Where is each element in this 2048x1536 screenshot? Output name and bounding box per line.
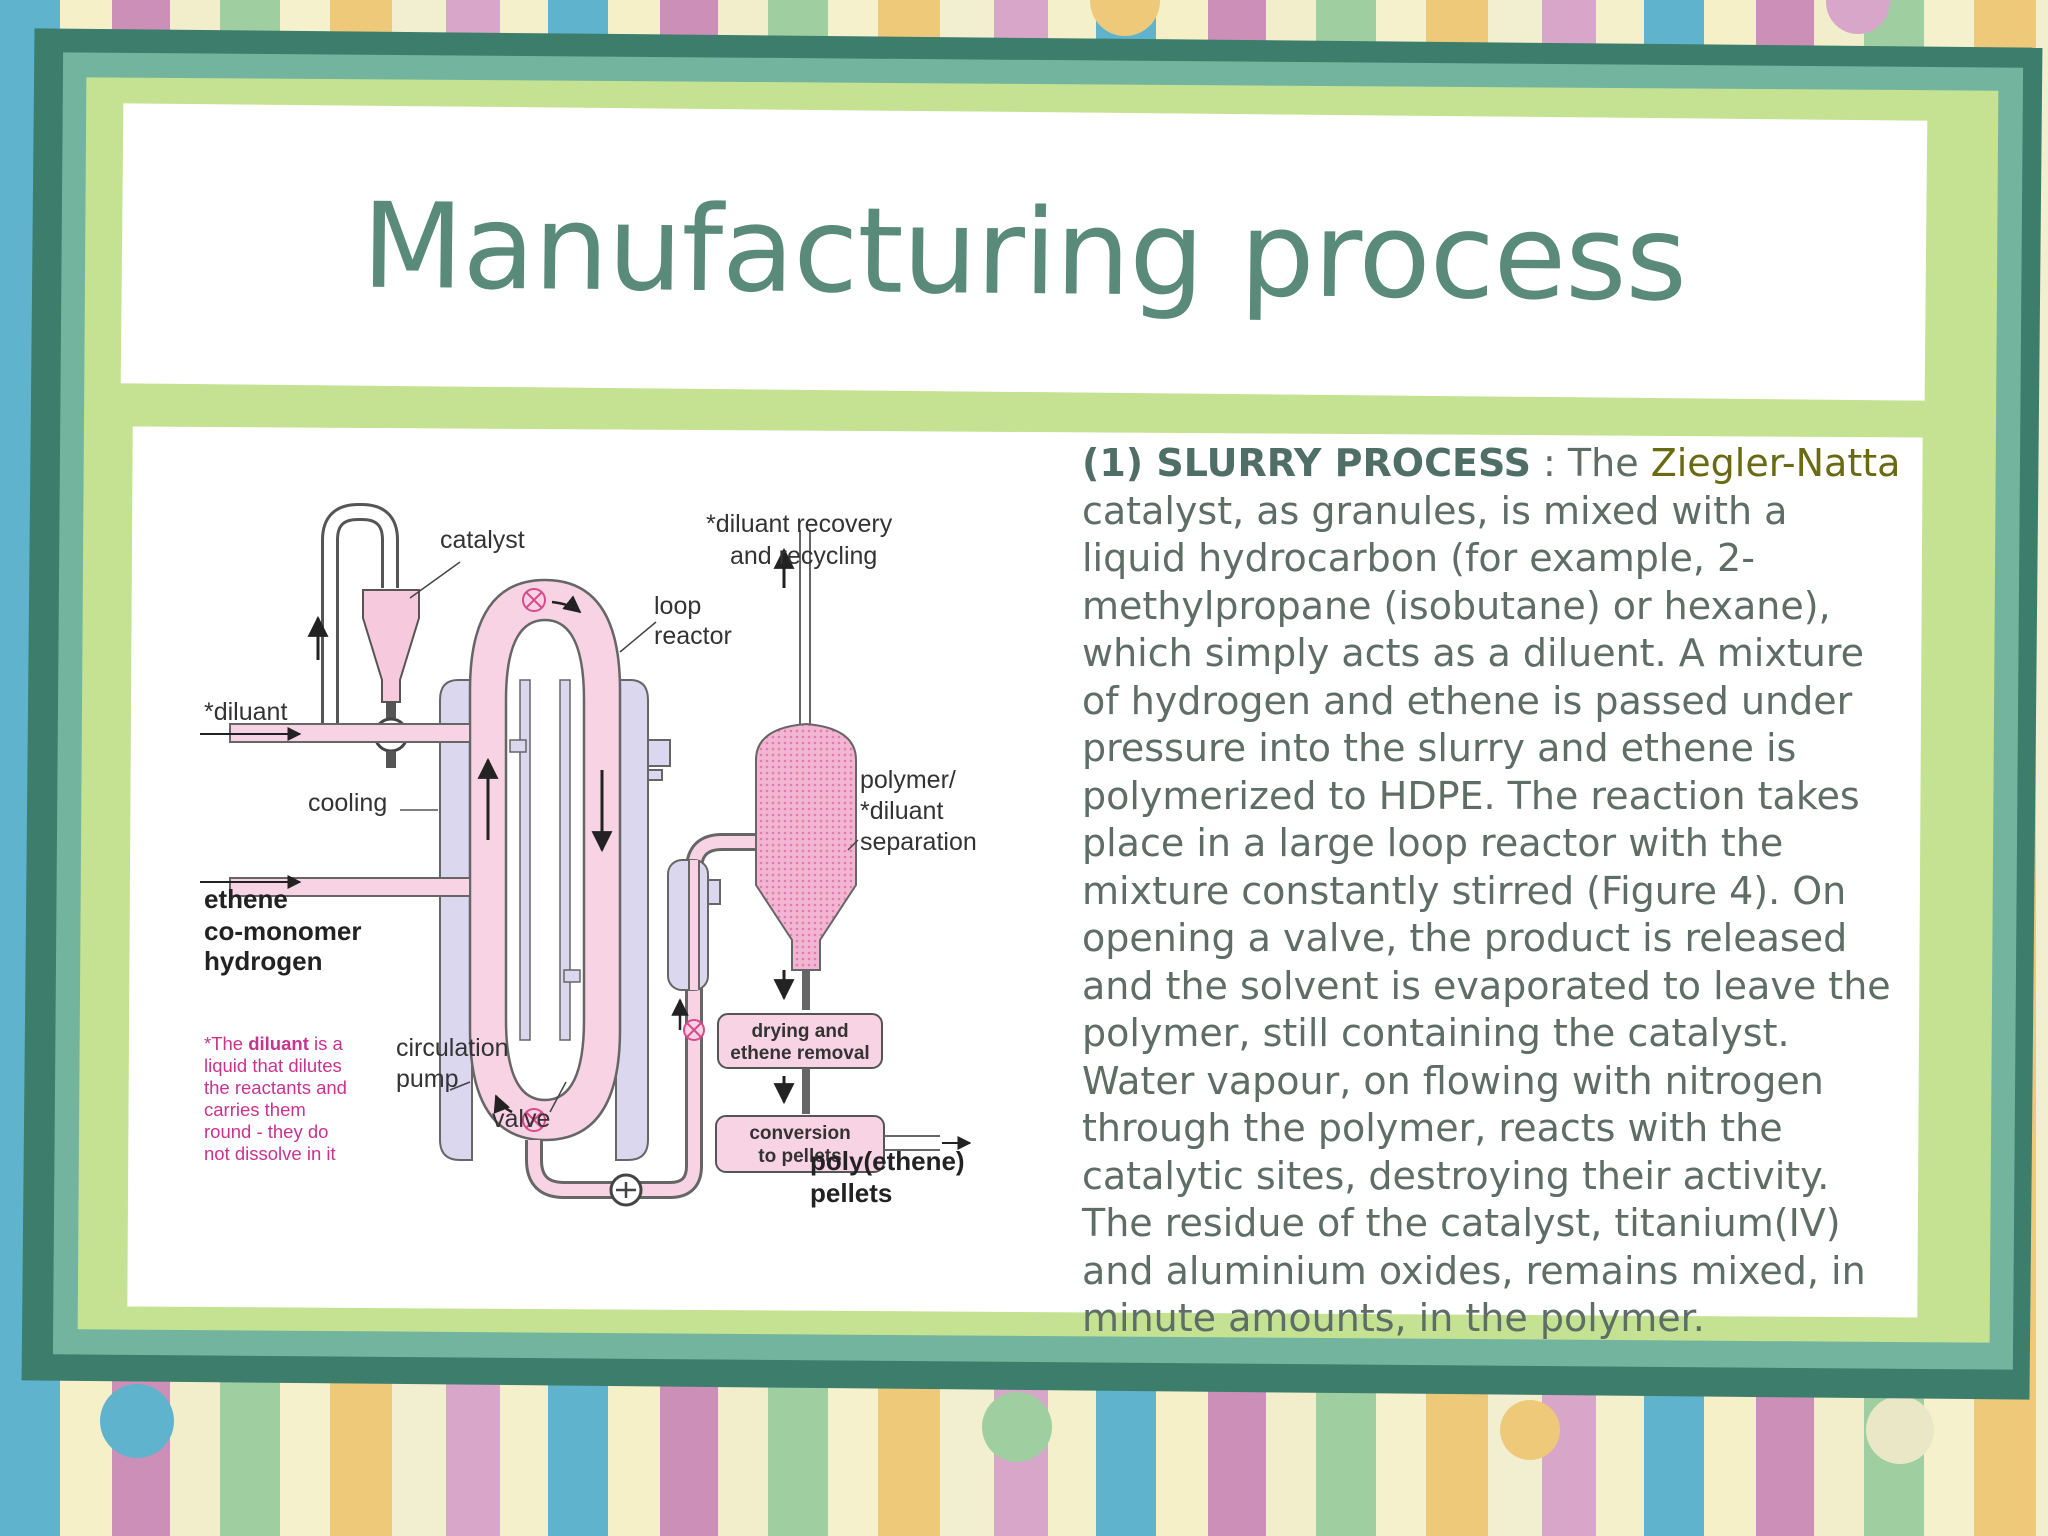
footnote-post: is a — [309, 1033, 344, 1054]
process-heading: (1) SLURRY PROCESS — [1082, 441, 1531, 485]
slide-title: Manufacturing process — [361, 176, 1687, 328]
footnote-line-2: liquid that dilutes — [204, 1055, 342, 1076]
label-hydrogen: hydrogen — [204, 946, 322, 976]
label-diluant: *diluant — [204, 698, 287, 726]
footnote-bold: diluant — [248, 1033, 309, 1054]
heading-separator: : The — [1530, 441, 1651, 485]
leader-lines — [409, 561, 859, 1113]
label-separation-1: polymer/ — [860, 766, 956, 794]
label-ethene: ethene — [204, 884, 288, 914]
label-poly-ethene: poly(ethene) — [810, 1146, 965, 1176]
decor-knob — [1826, 0, 1890, 34]
label-pellets: pellets — [810, 1178, 892, 1208]
drying-label-2: ethene removal — [730, 1043, 869, 1064]
decor-knob — [1500, 1400, 1560, 1460]
diluant-footnote: *The diluant is a liquid that dilutes th… — [204, 1033, 347, 1164]
feed-pipes — [200, 615, 471, 897]
cooling-jacket — [439, 679, 671, 1161]
drying-unit: drying and ethene removal — [717, 1013, 883, 1114]
footnote-line-6: not dissolve in it — [204, 1143, 336, 1164]
footnote-pre: *The — [204, 1033, 248, 1054]
svg-text:*The diluant is a: *The diluant is a — [204, 1033, 343, 1054]
catalyst-feed-pipe — [321, 503, 399, 730]
conversion-unit: conversion to pellets — [715, 1115, 972, 1173]
label-pump: pump — [396, 1065, 459, 1093]
title-panel: Manufacturing process — [120, 103, 1928, 401]
decor-knob — [1866, 1396, 1934, 1464]
process-description: (1) SLURRY PROCESS : The Ziegler-Natta c… — [1082, 440, 1902, 1340]
label-circulation: circulation — [396, 1034, 509, 1062]
separator-vessel — [755, 530, 857, 1010]
label-diluant-recovery-2: and recycling — [730, 542, 877, 570]
conversion-label-1: conversion — [749, 1123, 850, 1144]
label-cooling: cooling — [308, 789, 387, 817]
decor-knob — [982, 1392, 1052, 1462]
footnote-line-4: carries them — [204, 1099, 306, 1120]
label-loop: loop — [654, 592, 701, 620]
label-separation-2: *diluant — [860, 797, 943, 825]
label-catalyst: catalyst — [440, 526, 525, 554]
process-paragraph: (1) SLURRY PROCESS : The Ziegler-Natta c… — [1082, 440, 1902, 1343]
decor-knob — [1090, 0, 1160, 36]
label-valve: valve — [492, 1105, 550, 1133]
label-diluant-recovery-1: *diluant recovery — [706, 510, 893, 538]
catalyst-name: Ziegler-Natta — [1650, 441, 1901, 485]
label-reactor: reactor — [654, 622, 732, 650]
footnote-line-5: round - they do — [204, 1121, 328, 1142]
product-transfer-pipe — [525, 833, 768, 1207]
conversion-label-2: to pellets — [758, 1146, 841, 1167]
label-co-monomer: co-monomer — [204, 916, 361, 946]
label-separation-3: separation — [860, 828, 977, 856]
footnote-line-3: the reactants and — [204, 1077, 347, 1098]
process-text: catalyst, as granules, is mixed with a l… — [1082, 488, 1891, 1341]
slurry-process-diagram: drying and ethene removal conversion to … — [200, 503, 977, 1208]
drying-label-1: drying and — [751, 1021, 848, 1042]
loop-reactor — [468, 578, 622, 1142]
decor-knob — [100, 1384, 174, 1458]
